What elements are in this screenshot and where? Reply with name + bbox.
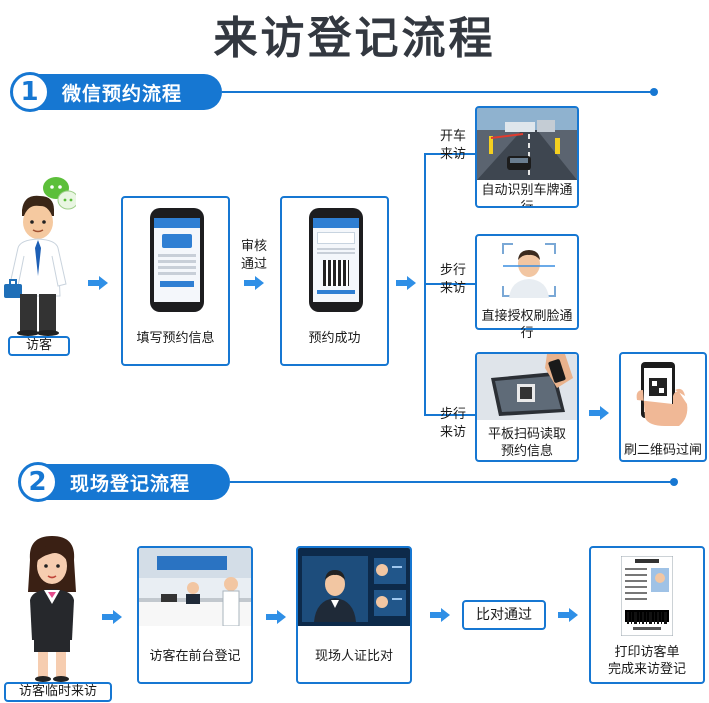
arrow-right-icon bbox=[88, 276, 108, 290]
id-compare-icon bbox=[298, 548, 410, 626]
step-print-slip: 打印访客单 完成来访登记 bbox=[607, 645, 686, 677]
arrow-right-icon bbox=[430, 608, 450, 622]
arrow-right-icon bbox=[244, 276, 264, 290]
card-booking-success: 预约成功 bbox=[280, 196, 389, 366]
section2-number: 2 bbox=[18, 462, 58, 502]
reception-desk-icon bbox=[139, 548, 251, 626]
phone-qr-icon bbox=[309, 208, 363, 312]
section1-title: 微信预约流程 bbox=[62, 82, 183, 105]
visitor-slip-icon bbox=[621, 556, 673, 636]
step-reception: 访客在前台登记 bbox=[149, 649, 241, 664]
section2-line bbox=[230, 481, 672, 483]
walk-visit-label-2: 步行 来访 bbox=[439, 407, 466, 440]
step-fill-form: 填写预约信息 bbox=[136, 331, 215, 346]
compare-pass-tag: 比对通过 bbox=[462, 600, 546, 630]
section1-number: 1 bbox=[10, 72, 50, 112]
section1-line bbox=[222, 91, 652, 93]
step-tablet-scan: 平板扫码读取 预约信息 bbox=[487, 427, 566, 459]
step-face-pass: 直接授权刷脸通行 bbox=[481, 309, 573, 341]
hand-phone-qr-icon bbox=[636, 362, 688, 426]
arrow-right-icon bbox=[102, 610, 122, 624]
arrow-right-icon bbox=[396, 276, 416, 290]
arrow-right-icon bbox=[558, 608, 578, 622]
tablet-scan-icon bbox=[477, 354, 577, 420]
card-fill-form: 填写预约信息 bbox=[121, 196, 230, 366]
visitor-woman-icon bbox=[28, 536, 76, 682]
card-tablet-scan: 平板扫码读取 预约信息 bbox=[475, 352, 579, 462]
section2-pill: 2 现场登记流程 bbox=[18, 462, 230, 502]
section1-header: 1 微信预约流程 bbox=[10, 72, 672, 112]
step-id-compare: 现场人证比对 bbox=[314, 649, 393, 664]
visitor-label-2: 访客临时来访 bbox=[4, 682, 112, 702]
section2-title: 现场登记流程 bbox=[70, 472, 191, 495]
drive-visit-label: 开车 来访 bbox=[439, 129, 466, 162]
walk-visit-label-1: 步行 来访 bbox=[439, 263, 466, 296]
arrow-right-icon bbox=[589, 406, 609, 420]
card-print-slip: 打印访客单 完成来访登记 bbox=[589, 546, 705, 684]
card-face-pass: 直接授权刷脸通行 bbox=[475, 234, 579, 341]
section1-end-dot bbox=[650, 88, 658, 96]
section2-end-dot bbox=[670, 478, 678, 486]
step-booking-success: 预约成功 bbox=[308, 331, 361, 346]
section2-header: 2 现场登记流程 bbox=[18, 462, 682, 502]
phone-form-icon bbox=[150, 208, 204, 312]
review-pass-label: 审核 通过 bbox=[240, 239, 267, 272]
card-car-plate: 自动识别车牌通行 bbox=[475, 106, 579, 208]
card-qr-gate: 刷二维码过闸 bbox=[619, 352, 707, 462]
step-car-plate: 自动识别车牌通行 bbox=[481, 183, 573, 208]
car-gate-icon bbox=[477, 108, 577, 180]
wechat-icon bbox=[43, 177, 76, 210]
card-reception: 访客在前台登记 bbox=[137, 546, 253, 684]
visitor-man-icon bbox=[4, 177, 76, 336]
section1-pill: 1 微信预约流程 bbox=[10, 72, 222, 112]
step-qr-gate: 刷二维码过闸 bbox=[623, 443, 702, 458]
visitor-label-1: 访客 bbox=[8, 336, 70, 356]
face-scan-icon bbox=[502, 243, 556, 298]
arrow-right-icon bbox=[266, 610, 286, 624]
card-id-compare: 现场人证比对 bbox=[296, 546, 412, 684]
page-title: 来访登记流程 bbox=[213, 13, 496, 64]
